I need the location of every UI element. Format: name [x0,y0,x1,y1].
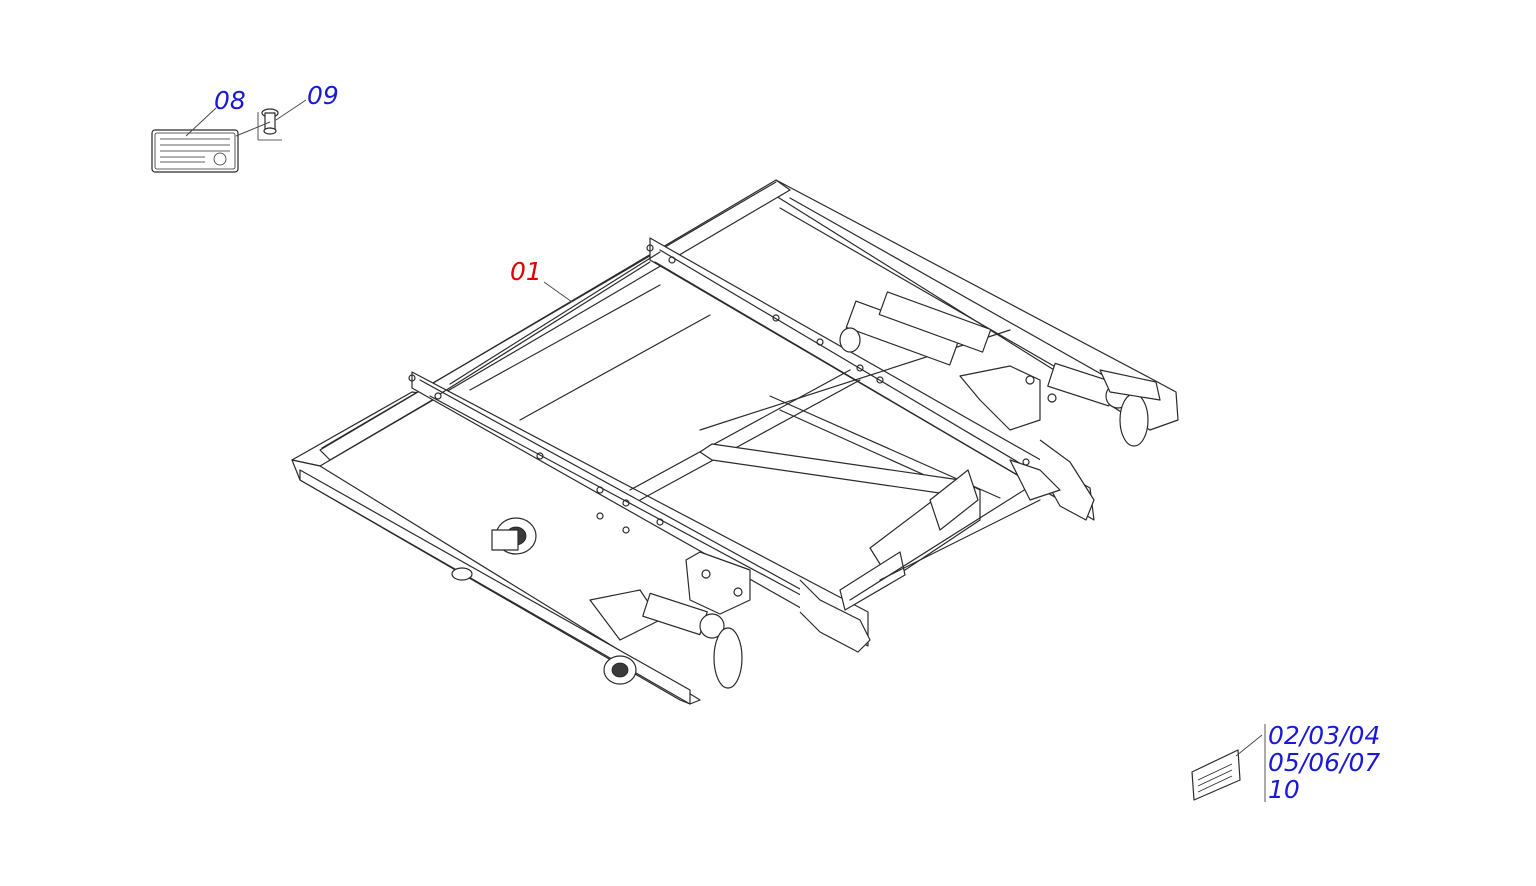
leader-line-09b [235,121,271,137]
front-cylinder-icon [589,551,871,689]
id-plate-icon [151,129,239,173]
leader-line-09 [275,99,307,121]
callout-part-08: 08 [214,86,246,115]
leader-line-01 [543,281,573,303]
front-hub-icon [451,517,637,685]
callout-part-01: 01 [510,257,542,286]
callout-group-02-10: 02/03/04 05/06/07 10 [1268,722,1380,803]
callout-parts-02-03-04: 02/03/04 [1268,721,1381,750]
callout-parts-05-06-07: 05/06/07 [1268,748,1381,777]
rear-cylinder-icon [839,291,1149,521]
decal-sticker-icon [1191,724,1266,802]
leader-line-08 [185,107,217,137]
callout-part-09: 09 [307,81,339,110]
bolt-markers [408,244,1054,534]
callout-part-10: 10 [1268,775,1300,804]
main-frame-icon [291,179,1179,705]
leader-line-group [1235,734,1263,757]
rivet-icon [257,108,282,141]
